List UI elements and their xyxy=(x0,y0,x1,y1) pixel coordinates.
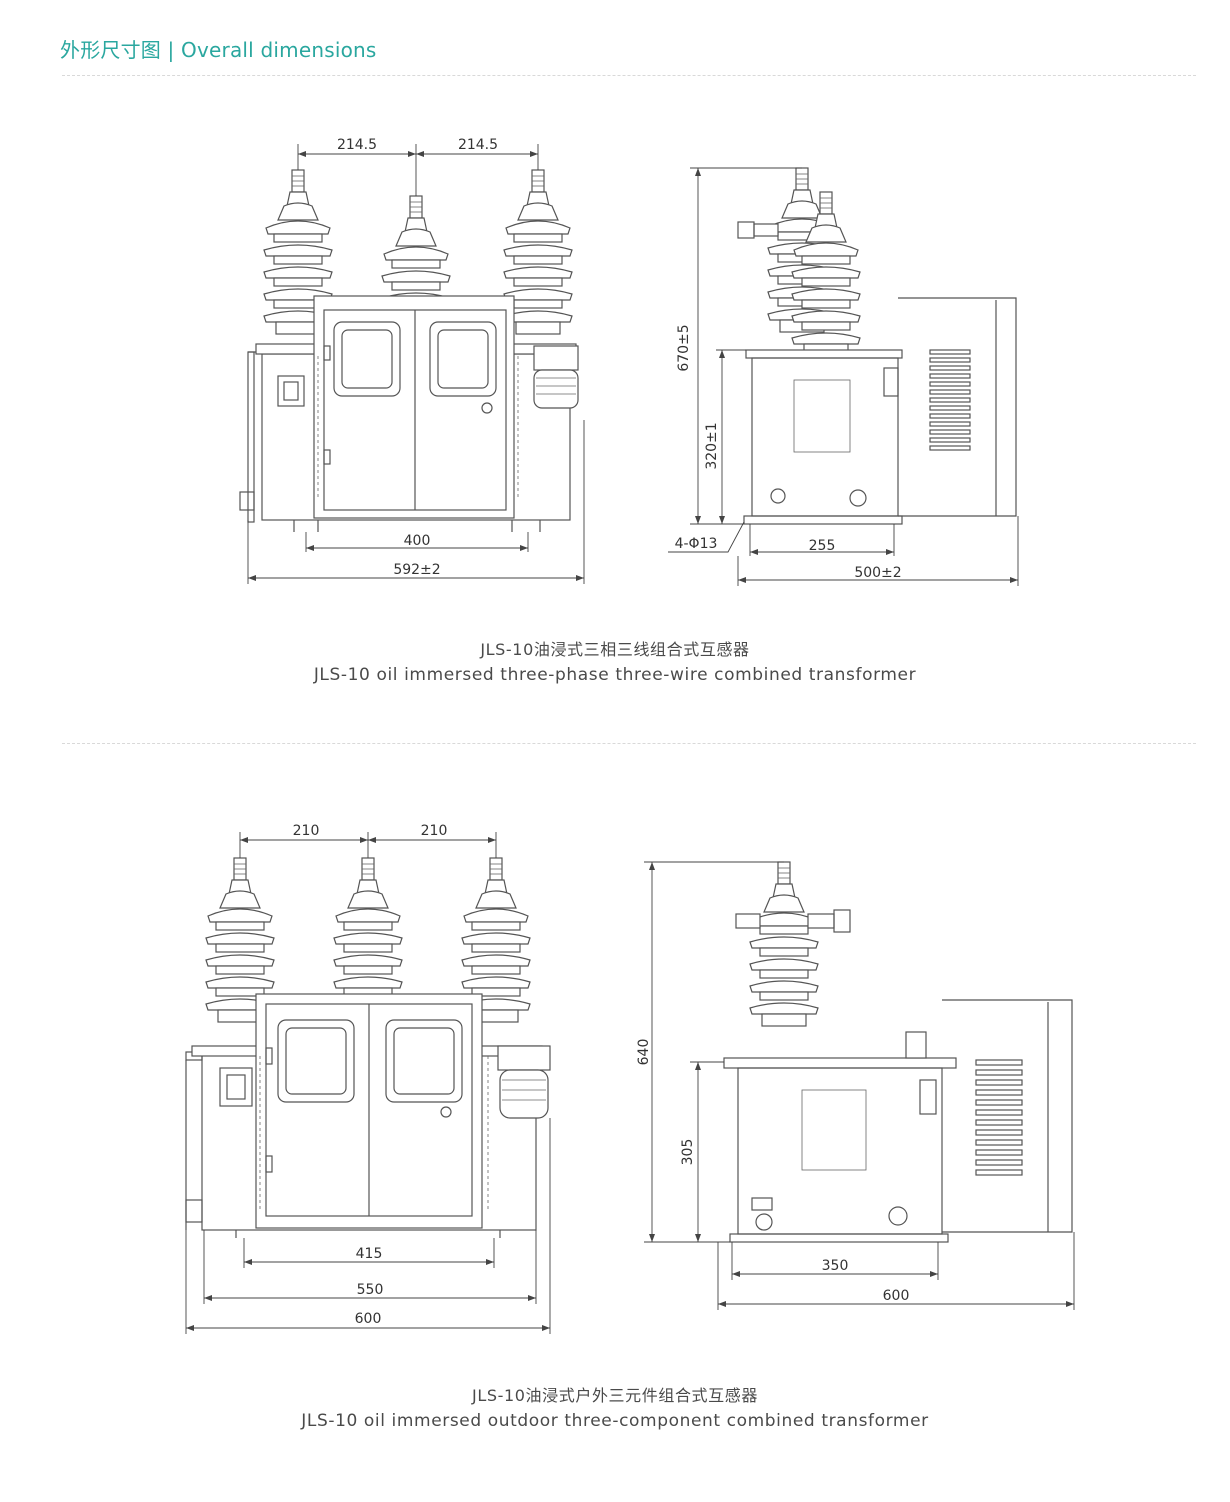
fig2-dim-side-total: 600 xyxy=(883,1288,910,1304)
figure-2-caption: JLS-10油浸式户外三元件组合式互感器 JLS-10 oil immersed… xyxy=(0,1382,1230,1431)
fig2-front-dims: 210 210 415 550 600 xyxy=(185,823,551,1334)
figure-2-caption-en: JLS-10 oil immersed outdoor three-compon… xyxy=(301,1411,929,1431)
fig2-side-dims: 640 305 350 600 xyxy=(636,861,1075,1310)
fig1-dim-holes: 4-Φ13 xyxy=(675,536,718,552)
fig1-front-view xyxy=(239,169,579,532)
fig1-front-dims: 214.5 214.5 400 592±2 xyxy=(247,137,585,584)
fig2-dim-inner-width: 415 xyxy=(356,1246,383,1262)
figure-1-caption: JLS-10油浸式三相三线组合式互感器 JLS-10 oil immersed … xyxy=(0,636,1230,685)
fig2-louvers xyxy=(975,1059,1023,1176)
fig2-dim-mid-width: 550 xyxy=(357,1282,384,1298)
fig1-side-dims: 670±5 320±1 4-Φ13 255 500±2 xyxy=(668,167,1019,586)
fig2-dim-spacing-right: 210 xyxy=(421,823,448,839)
figure-1-caption-en: JLS-10 oil immersed three-phase three-wi… xyxy=(313,665,917,685)
fig1-side-view xyxy=(737,167,1017,525)
fig2-dim-spacing-left: 210 xyxy=(293,823,320,839)
figure-2-caption-cn: JLS-10油浸式户外三元件组合式互感器 xyxy=(472,1386,758,1405)
fig1-dim-spacing-right: 214.5 xyxy=(458,137,498,153)
fig2-front-view xyxy=(185,857,551,1238)
fig2-dim-height-total: 640 xyxy=(636,1039,652,1066)
header-divider xyxy=(62,75,1196,76)
figure-1-caption-cn: JLS-10油浸式三相三线组合式互感器 xyxy=(480,640,750,659)
fig2-dim-total-width: 600 xyxy=(355,1311,382,1327)
fig1-dim-side-inner: 255 xyxy=(809,538,836,554)
section-divider xyxy=(62,743,1196,744)
fig1-louvers xyxy=(929,349,971,451)
fig1-dim-side-total: 500±2 xyxy=(854,565,901,581)
fig2-dim-height-base: 305 xyxy=(680,1139,696,1166)
section-title: 外形尺寸图 | Overall dimensions xyxy=(60,38,377,62)
fig1-dim-inner-width: 400 xyxy=(404,533,431,549)
fig1-dim-height-total: 670±5 xyxy=(676,324,692,371)
fig1-dim-total-width: 592±2 xyxy=(393,562,440,578)
fig1-dim-height-base: 320±1 xyxy=(704,422,720,469)
fig1-dim-spacing-left: 214.5 xyxy=(337,137,377,153)
fig2-side-view xyxy=(723,861,1073,1243)
fig2-dim-side-inner: 350 xyxy=(822,1258,849,1274)
